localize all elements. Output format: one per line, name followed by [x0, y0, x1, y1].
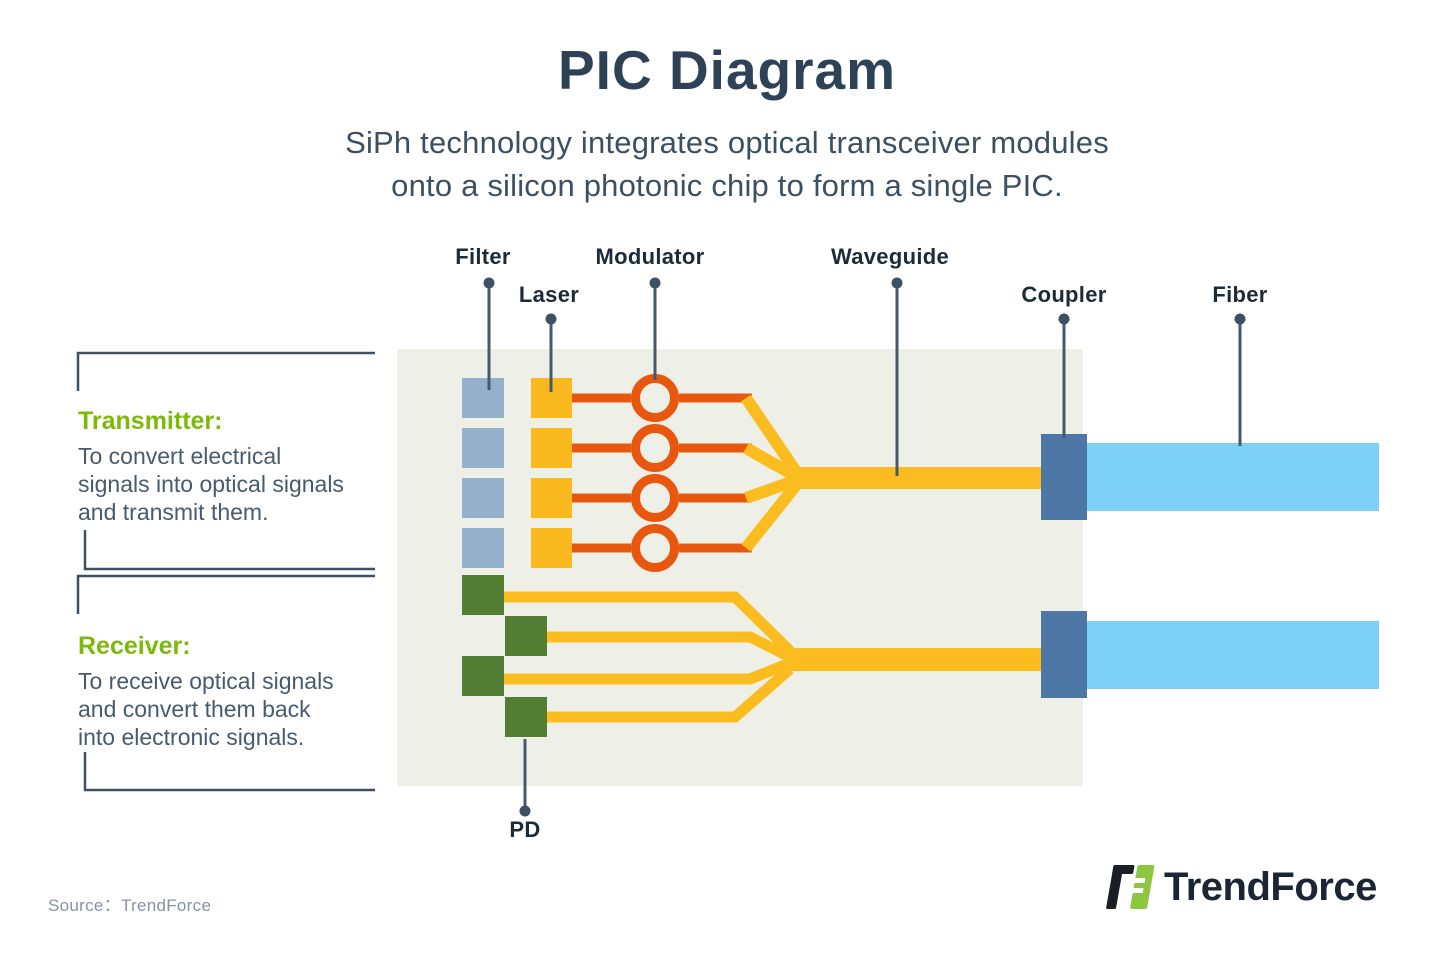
- filter-block: [462, 378, 504, 418]
- subtitle-line-2: onto a silicon photonic chip to form a s…: [391, 168, 1063, 203]
- pd-leader-dot: [519, 805, 531, 817]
- transmitter-bracket-bottom: [83, 530, 375, 571]
- receiver-description: Receiver: To receive optical signals and…: [78, 632, 334, 751]
- transmitter-waveguide: [789, 467, 1041, 489]
- leader-dots: [483, 277, 1246, 817]
- transmitter-fan-in: [741, 394, 802, 552]
- receiver-line-2: and convert them back: [78, 696, 311, 722]
- filter-block: [462, 478, 504, 518]
- fan-in-branch: [741, 480, 802, 552]
- laser-leader-dot: [545, 313, 557, 325]
- receiver-heading: Receiver:: [78, 632, 191, 660]
- modulator-leader-dot: [649, 277, 661, 289]
- fiber-block-top: [1087, 443, 1379, 511]
- coupler-block-bottom: [1041, 611, 1087, 698]
- transmitter-line-3: and transmit them.: [78, 499, 269, 525]
- label-fiber: Fiber: [1212, 282, 1268, 307]
- fan-in-branch: [744, 474, 799, 504]
- laser-block: [531, 528, 572, 568]
- receiver-fan-in: [504, 591, 794, 723]
- fiber-block-bottom: [1087, 621, 1379, 689]
- fiber-leader-dot: [1234, 313, 1246, 325]
- receiver-branch: [544, 664, 794, 723]
- transmitter-bracket-top: [76, 351, 375, 391]
- filter-block: [462, 528, 504, 568]
- page-subtitle: SiPh technology integrates optical trans…: [345, 121, 1109, 207]
- fan-in-branch: [743, 442, 800, 483]
- pd-block: [505, 697, 547, 737]
- filter-block: [462, 428, 504, 468]
- modulator-ring: [631, 424, 679, 472]
- label-coupler: Coupler: [1021, 282, 1107, 307]
- receiver-waveguide: [786, 648, 1041, 671]
- transmitter-body: To convert electrical signals into optic…: [78, 442, 344, 526]
- pd-block: [505, 616, 547, 656]
- source-note: Source：TrendForce: [48, 896, 212, 915]
- filter-leader-dot: [483, 277, 495, 289]
- receiver-branch: [544, 631, 793, 662]
- transmitter-line-2: signals into optical signals: [78, 471, 344, 497]
- laser-block: [531, 478, 572, 518]
- label-filter: Filter: [455, 244, 511, 269]
- transmitter-heading: Transmitter:: [78, 407, 223, 435]
- receiver-bracket-bottom: [83, 752, 375, 792]
- modulator-ring: [631, 524, 679, 572]
- receiver-bracket-top: [76, 574, 375, 614]
- modulator-ring: [631, 474, 679, 522]
- receiver-line-3: into electronic signals.: [78, 724, 305, 750]
- receiver-branch: [504, 591, 794, 655]
- pd-blocks: [462, 575, 547, 737]
- modulator-traces: [572, 374, 752, 572]
- page-title: PIC Diagram: [557, 39, 897, 101]
- trendforce-logo-icon: [1106, 865, 1155, 909]
- fan-in-branch: [741, 394, 802, 477]
- transmitter-description: Transmitter: To convert electrical signa…: [78, 407, 344, 526]
- subtitle-line-1: SiPh technology integrates optical trans…: [345, 125, 1109, 160]
- coupler-leader-dot: [1058, 313, 1070, 325]
- trendforce-logo-text: TrendForce: [1164, 864, 1377, 909]
- pd-block: [462, 575, 504, 615]
- logo-slit: [1133, 878, 1146, 883]
- label-modulator: Modulator: [595, 244, 705, 269]
- receiver-body: To receive optical signals and convert t…: [78, 667, 334, 751]
- filter-blocks: [462, 378, 504, 568]
- pd-block: [462, 656, 504, 696]
- label-pd: PD: [509, 817, 541, 842]
- logo-green-block: [1130, 865, 1155, 909]
- coupler-block-top: [1041, 434, 1087, 520]
- leader-lines: [487, 284, 1242, 810]
- waveguide-leader-dot: [891, 277, 903, 289]
- trendforce-logo: TrendForce: [1106, 863, 1377, 911]
- logo-slit: [1131, 888, 1144, 893]
- transmitter-line-1: To convert electrical: [78, 443, 282, 469]
- label-laser: Laser: [518, 282, 580, 307]
- logo-black-stem: [1106, 865, 1124, 909]
- label-waveguide: Waveguide: [830, 244, 950, 269]
- laser-block: [531, 428, 572, 468]
- receiver-line-1: To receive optical signals: [78, 668, 334, 694]
- receiver-branch: [504, 657, 793, 685]
